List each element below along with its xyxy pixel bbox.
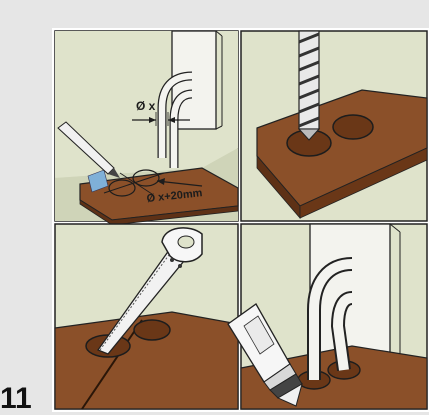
pipe-diameter-label: Ø x [136, 99, 156, 113]
drill-bit [299, 31, 319, 140]
drilled-hole [333, 115, 373, 139]
panel-apply-sealant [228, 224, 427, 409]
panel-mark-holes: Ø x Ø x+20mm [55, 31, 238, 225]
drilled-hole [134, 320, 170, 340]
instruction-diagram: Ø x Ø x+20mm [52, 28, 429, 412]
panel-drill-holes [241, 31, 427, 221]
panel-saw-board [55, 224, 238, 409]
step-number: 11 [0, 384, 32, 414]
